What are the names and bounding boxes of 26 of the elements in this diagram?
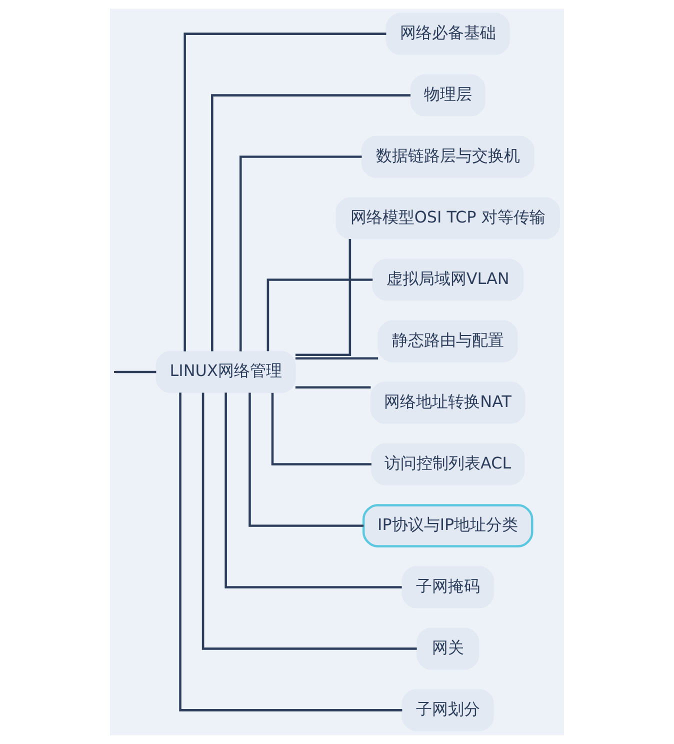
node-box: 虚拟局域网VLAN — [372, 258, 524, 301]
node-box: 网络必备基础 — [386, 12, 510, 55]
connector — [179, 392, 402, 712]
connector — [239, 156, 362, 352]
connector — [248, 392, 364, 527]
connector — [202, 392, 417, 650]
node-box: 数据链路层与交换机 — [361, 136, 534, 178]
node-box: 子网掩码 — [402, 566, 494, 608]
node-box: LINUX网络管理 — [156, 350, 296, 394]
connector — [295, 386, 371, 388]
node-box: 子网划分 — [402, 689, 494, 732]
connector — [184, 32, 386, 352]
connector — [271, 392, 372, 466]
connector — [296, 239, 352, 356]
connector — [224, 392, 402, 588]
node-box: IP协议与IP地址分类 — [362, 504, 534, 548]
connector — [266, 278, 373, 352]
node-box: 网络模型OSI TCP 对等传输 — [336, 197, 560, 240]
node-box: 静态路由与配置 — [378, 320, 518, 362]
node-box: 网络地址转换NAT — [370, 382, 526, 424]
connector — [295, 357, 378, 360]
connector — [211, 94, 410, 352]
connector — [116, 370, 156, 374]
node-box: 访问控制列表ACL — [371, 443, 525, 486]
node-box: 物理层 — [410, 74, 486, 116]
node-box: 网关 — [416, 628, 480, 670]
